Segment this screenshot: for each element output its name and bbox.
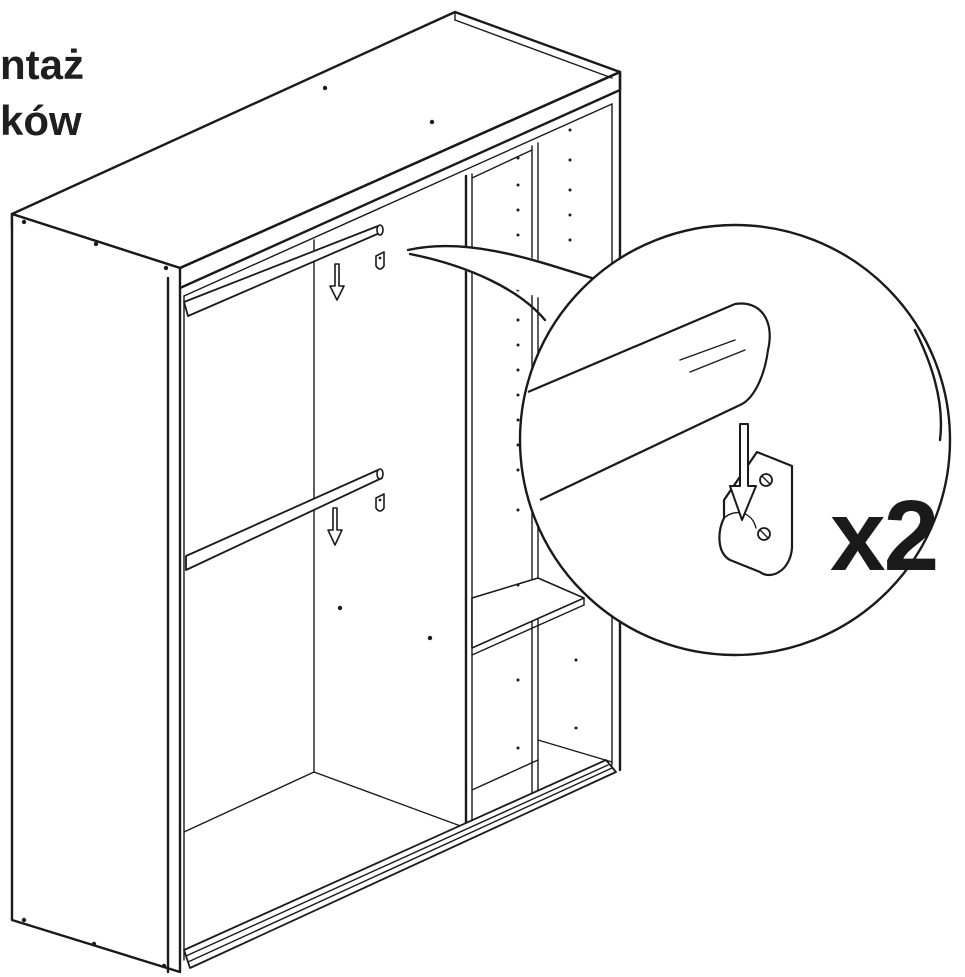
rail-closeup xyxy=(527,302,771,501)
rail-bracket-closeup xyxy=(718,450,794,577)
lower-hanging-rail xyxy=(185,468,384,571)
arrow-down-icon xyxy=(329,263,345,301)
step-title-line-1: ntaż xyxy=(0,41,84,88)
arrow-down-icon xyxy=(327,507,343,546)
wardrobe-left-side-panel xyxy=(10,212,182,974)
rail-bracket-icon xyxy=(375,251,385,270)
rail-bracket-icon xyxy=(375,493,385,512)
step-title-line-2: ków xyxy=(0,97,82,144)
upper-hanging-rail xyxy=(183,224,384,317)
quantity-label: x2 xyxy=(830,480,939,592)
screw-holes xyxy=(21,85,578,969)
arrow-down-icon xyxy=(729,423,757,521)
detail-callout xyxy=(406,223,952,657)
sliding-door-bottom-track xyxy=(183,759,617,969)
